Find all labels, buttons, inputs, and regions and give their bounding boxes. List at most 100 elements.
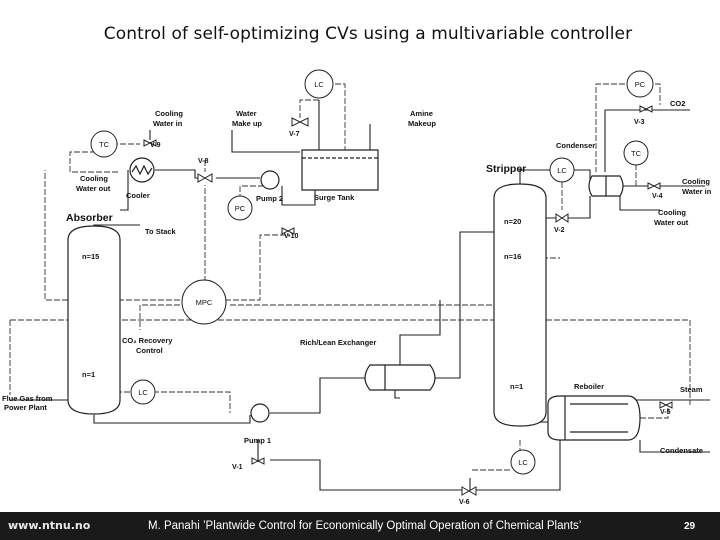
label-pump2: Pump 2: [256, 194, 283, 203]
footer-url[interactable]: www.ntnu.no: [8, 519, 91, 532]
absorber-column: [67, 225, 121, 415]
signal-lines: [9, 83, 691, 471]
line-hx-to-cooler: [394, 390, 400, 399]
signal-cv-bus: [10, 319, 691, 405]
signal-lc-level: [335, 83, 346, 150]
signal-mpc-stripper: [230, 259, 520, 306]
label-steam: Steam: [680, 385, 703, 394]
slide-title: Control of self-optimizing CVs using a m…: [103, 24, 633, 44]
label-cooling-water-in-1: Cooling: [155, 109, 183, 118]
valve-v5: [659, 401, 673, 409]
diagram-labels: Cooling Water in Water Make up Amine Mak…: [2, 99, 712, 455]
label-cooling-water-out-1: Cooling: [80, 174, 108, 183]
valve-v1: [251, 457, 265, 465]
signal-pc-top: [595, 83, 625, 172]
tc-cooler-label: TC: [99, 140, 110, 149]
valve-v10: [281, 227, 295, 235]
lc-condenser-label: LC: [557, 166, 567, 175]
label-reboiler: Reboiler: [574, 382, 604, 391]
lc-absorber-controller: [130, 379, 156, 405]
label-pump1: Pump 1: [244, 436, 271, 445]
line-reflux: [540, 196, 591, 219]
surge-tank: [301, 149, 379, 191]
signal-mpc-recovery: [139, 304, 180, 330]
valve-v10-label: V-10: [284, 233, 299, 240]
label-amine-makeup-1: Amine: [410, 109, 433, 118]
lc-reboiler-controller: [510, 449, 536, 475]
label-cooling-water-out-r2: Water out: [654, 218, 689, 227]
valve-v6: [461, 486, 477, 496]
controller-labels: LC PC TC TC LC PC MPC LC LC: [99, 80, 646, 467]
label-amine-makeup-2: Makeup: [408, 119, 436, 128]
valve-v8-label: V-8: [198, 158, 209, 165]
valve-v2: [555, 213, 569, 223]
valves: [143, 105, 673, 496]
label-cooler: Cooler: [126, 191, 150, 200]
mpc-label: MPC: [196, 298, 213, 307]
lc-surge-label: LC: [314, 80, 324, 89]
label-n1-absorber: n=1: [82, 370, 95, 379]
line-reboiler-condensate: [639, 440, 710, 453]
valve-v5-label: V-5: [660, 409, 671, 416]
controllers: [90, 69, 654, 475]
lc-surge-controller: [304, 69, 334, 99]
label-cooling-water-in-r1: Cooling: [682, 177, 710, 186]
valve-v3-label: V-3: [634, 119, 645, 126]
valve-v9-label: V-9: [150, 142, 161, 149]
signal-mpc-abs: [44, 170, 180, 301]
label-flue-gas-1: Flue Gas from: [2, 394, 53, 403]
valve-v7-label: V-7: [289, 131, 300, 138]
valve-v9: [143, 139, 157, 147]
rich-lean-exchanger: [364, 364, 436, 391]
valve-labels: V-7 V-3 V-9 V-8 V-4 V-2 V-10 V-5 V-1 V-6: [150, 119, 671, 506]
label-n1-stripper: n=1: [510, 382, 523, 391]
label-cooling-water-out-2: Water out: [76, 184, 111, 193]
label-absorber: Absorber: [66, 212, 113, 224]
label-condensate: Condensate: [660, 446, 703, 455]
pc-top-label: PC: [635, 80, 646, 89]
label-water-makeup-2: Make up: [232, 119, 262, 128]
pc-top-controller: [626, 70, 654, 98]
label-stripper: Stripper: [486, 163, 526, 175]
mpc-controller: [181, 279, 227, 325]
line-cond-cw-out: [619, 196, 660, 211]
label-rich-lean-exchanger: Rich/Lean Exchanger: [300, 338, 376, 347]
signal-pc-pump2: [239, 185, 265, 200]
pump1: [250, 403, 270, 423]
label-cooling-water-in-2: Water in: [153, 119, 183, 128]
signal-lc-v1: [145, 391, 231, 413]
reboiler: [547, 395, 641, 441]
lc-reboiler-label: LC: [518, 458, 528, 467]
label-cooling-water-out-r1: Cooling: [658, 208, 686, 217]
signal-mpc-v10: [225, 234, 290, 301]
line-abs-bottom: [93, 415, 251, 424]
label-co2-recovery-1: CO₂ Recovery: [122, 336, 173, 345]
signal-lc-v7: [299, 99, 319, 118]
footer-citation: M. Panahi ’Plantwide Control for Economi…: [148, 520, 582, 532]
label-n15: n=15: [82, 252, 99, 261]
pc-pump2-controller: [227, 195, 253, 221]
label-to-stack: To Stack: [145, 227, 177, 236]
pc-pump2-label: PC: [235, 204, 246, 213]
footer-bar: www.ntnu.no M. Panahi ’Plantwide Control…: [0, 512, 720, 540]
line-v6-out: [270, 459, 462, 491]
signal-tc-cooler: [69, 151, 120, 173]
signal-reb-v5: [600, 405, 669, 419]
pump2: [260, 170, 280, 190]
stripper-column: [493, 183, 547, 427]
label-surge-tank: Surge Tank: [314, 193, 355, 202]
page-number: 29: [684, 521, 696, 532]
valve-v2-label: V-2: [554, 227, 565, 234]
tc-condenser-controller: [623, 140, 649, 166]
valve-v4: [647, 182, 661, 190]
valve-v6-label: V-6: [459, 499, 470, 506]
tc-cooler-controller: [90, 130, 118, 158]
lc-absorber-label: LC: [138, 388, 148, 397]
label-n16: n=16: [504, 252, 521, 261]
lc-condenser-controller: [549, 157, 575, 183]
valve-v3: [639, 105, 653, 113]
label-n20: n=20: [504, 217, 521, 226]
line-lean-feed: [120, 170, 129, 211]
equipment: [67, 149, 641, 441]
line-surge-to-pump2: [281, 186, 316, 206]
